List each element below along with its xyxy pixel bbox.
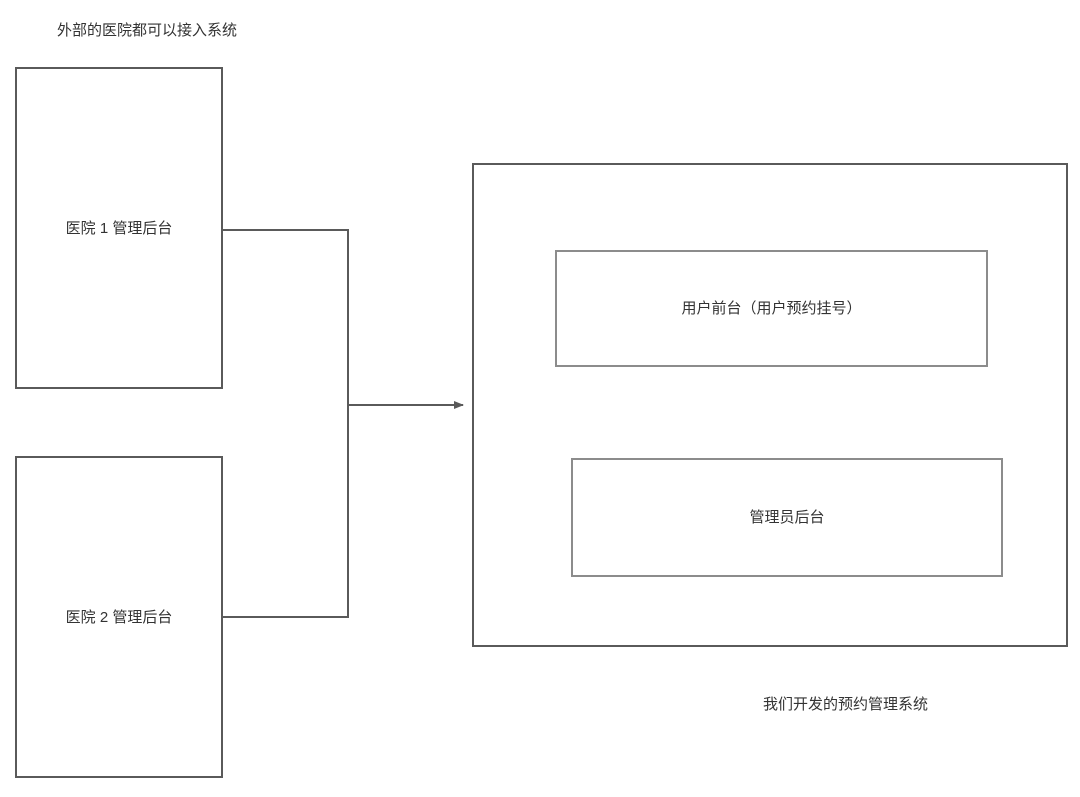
annotation-external-note: 外部的医院都可以接入系统 (57, 22, 238, 39)
node-admin-backend-box[interactable] (571, 458, 1003, 577)
annotation-system-caption: 我们开发的预约管理系统 (763, 696, 929, 713)
node-hospital2-box[interactable] (15, 456, 223, 778)
node-hospital1-box[interactable] (15, 67, 223, 389)
node-user-frontend-box[interactable] (555, 250, 988, 367)
